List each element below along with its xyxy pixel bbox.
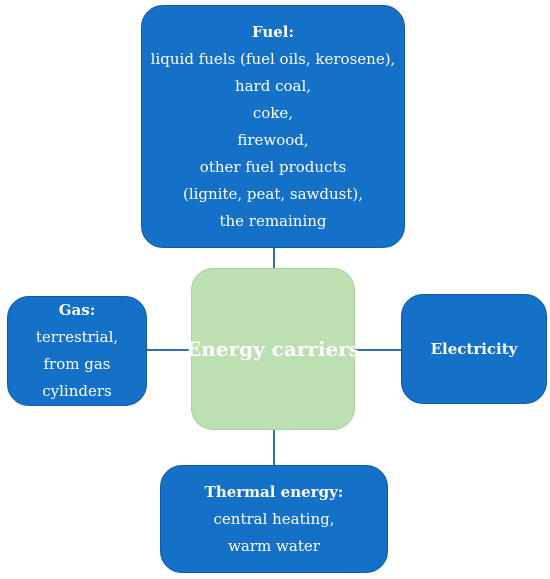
connector-gas-center [147,349,191,351]
gas-item: cylinders [42,382,112,400]
connector-center-thermal [273,430,275,465]
energy-carriers-node: Energy carriers [186,268,360,430]
thermal-title: Thermal energy: [204,482,344,501]
connector-center-electricity [355,349,401,351]
fuel-item: firewood, [237,130,309,149]
electricity-title: Electricity [430,339,518,358]
fuel-title: Fuel: [251,22,295,41]
electricity-node: Electricity [401,294,547,404]
fuel-node: Fuel: liquid fuels (fuel oils, kerosene)… [141,5,405,248]
energy-carriers-label: Energy carriers [186,337,360,361]
thermal-item: warm water [228,536,320,555]
thermal-energy-node: Thermal energy: central heating, warm wa… [160,465,388,573]
fuel-item: other fuel products [199,157,347,176]
fuel-item: (lignite, peat, sawdust), [182,184,364,203]
gas-item: terrestrial, [35,328,119,346]
fuel-item: hard coal, [234,76,312,95]
gas-item: from gas [43,355,111,373]
fuel-item: coke, [252,103,294,122]
gas-title: Gas: [58,301,96,319]
connector-fuel-center [273,248,275,268]
thermal-item: central heating, [213,509,335,528]
gas-node: Gas: terrestrial, from gas cylinders [7,296,147,406]
fuel-item: liquid fuels (fuel oils, kerosene), [150,49,396,68]
fuel-item: the remaining [219,211,327,230]
